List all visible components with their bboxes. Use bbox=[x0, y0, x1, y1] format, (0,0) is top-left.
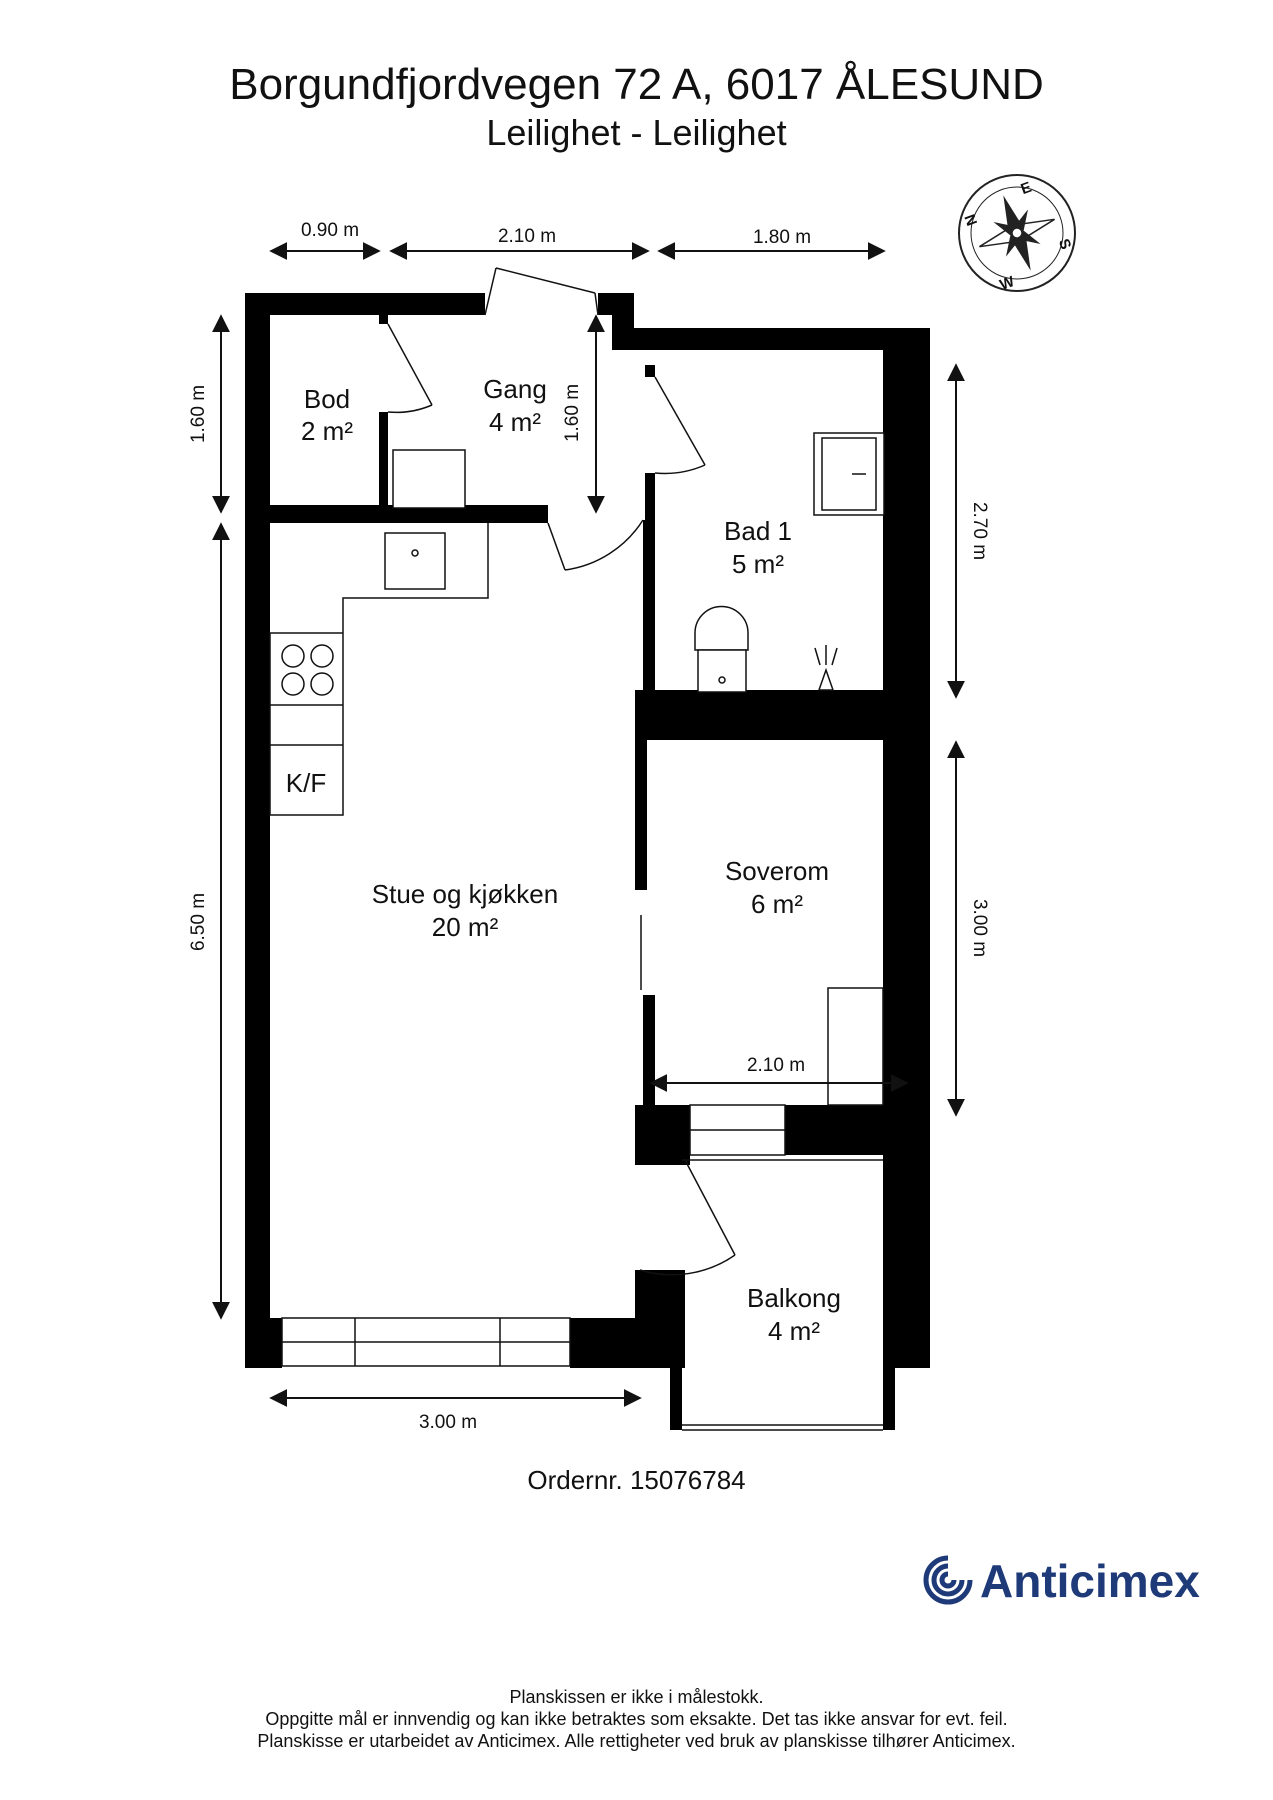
kitchen-counter bbox=[269, 523, 489, 816]
room-bad-area: 5 m² bbox=[732, 549, 784, 579]
door bbox=[387, 267, 736, 1276]
dim-left-bod: 1.60 m bbox=[188, 385, 209, 443]
bathroom-sink bbox=[813, 432, 885, 516]
dimension-lines bbox=[212, 242, 965, 1407]
room-soverom-name: Soverom bbox=[725, 856, 829, 886]
room-gang-area: 4 m² bbox=[489, 407, 541, 437]
window bbox=[281, 1317, 571, 1367]
disclaimer-line: Planskisse er utarbeidet av Anticimex. A… bbox=[257, 1731, 1016, 1751]
room-stue-area: 20 m² bbox=[432, 912, 499, 942]
room-soverom-area: 6 m² bbox=[751, 889, 803, 919]
storage-shelf bbox=[392, 449, 466, 509]
room-stue-name: Stue og kjøkken bbox=[372, 879, 558, 909]
window bbox=[689, 1104, 786, 1156]
address-title: Borgundfjordvegen 72 A, 6017 ÅLESUND bbox=[229, 60, 1044, 109]
compass-icon: E S W N bbox=[958, 174, 1076, 294]
disclaimer-line: Oppgitte mål er innvendig og kan ikke be… bbox=[265, 1709, 1008, 1729]
compass-n-label: N bbox=[962, 212, 982, 228]
order-number: Ordernr. 15076784 bbox=[527, 1465, 746, 1495]
dim-left-stue: 6.50 m bbox=[188, 893, 209, 951]
balcony-railing bbox=[682, 1159, 883, 1431]
room-bod-area: 2 m² bbox=[301, 416, 353, 446]
anticimex-logo-icon bbox=[923, 1555, 973, 1605]
room-bad-name: Bad 1 bbox=[724, 516, 792, 546]
dim-top-gang: 2.10 m bbox=[498, 226, 556, 247]
walls bbox=[245, 293, 930, 1430]
property-subtitle: Leilighet - Leilighet bbox=[486, 112, 787, 153]
fridge-label: K/F bbox=[286, 768, 326, 798]
compass-s-label: S bbox=[1055, 237, 1074, 252]
dim-top-bod: 0.90 m bbox=[301, 220, 359, 241]
toilet bbox=[694, 605, 749, 693]
anticimex-logo-text: Anticimex bbox=[980, 1555, 1200, 1607]
room-gang-name: Gang bbox=[483, 374, 547, 404]
dim-right-soverom: 3.00 m bbox=[969, 899, 990, 957]
dim-soverom-width: 2.10 m bbox=[747, 1055, 805, 1076]
stove-icon bbox=[281, 644, 334, 696]
room-balkong-name: Balkong bbox=[747, 1283, 841, 1313]
wardrobe bbox=[827, 987, 884, 1106]
compass-w-label: W bbox=[998, 273, 1018, 294]
disclaimer-line: Planskissen er ikke i målestokk. bbox=[509, 1687, 764, 1707]
compass-e-label: E bbox=[1019, 179, 1034, 198]
dim-top-bad: 1.80 m bbox=[753, 227, 811, 248]
anticimex-logo: Anticimex bbox=[920, 1550, 1220, 1610]
shower-icon bbox=[814, 645, 838, 691]
room-bod-name: Bod bbox=[304, 384, 350, 414]
room-balkong-area: 4 m² bbox=[768, 1316, 820, 1346]
dim-right-bad: 2.70 m bbox=[969, 502, 990, 560]
dim-gang-height: 1.60 m bbox=[562, 384, 583, 442]
dim-bottom-stue: 3.00 m bbox=[419, 1412, 477, 1433]
